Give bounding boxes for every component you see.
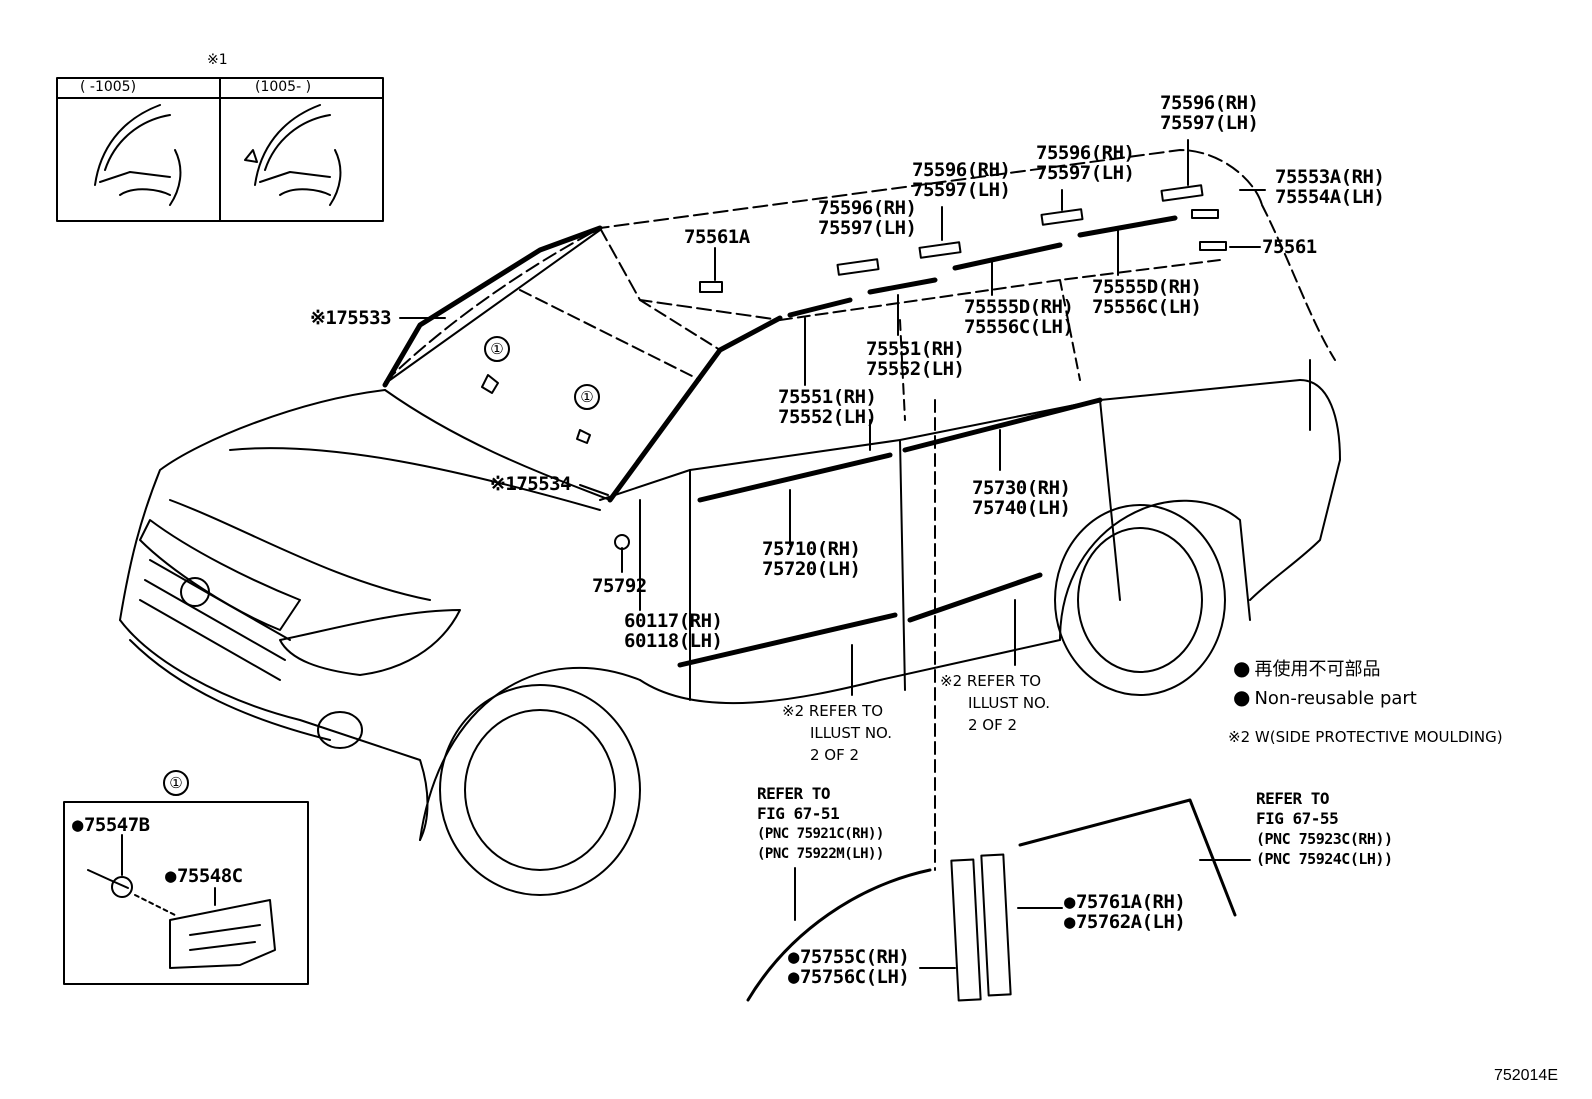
note-line: (PNC 75924C(LH)) (1256, 850, 1393, 868)
label-75596-b: 75596(RH) 75597(LH) (912, 159, 1011, 201)
note-line: (PNC 75921C(RH)) (757, 826, 884, 842)
legend-en-text: Non-reusable part (1254, 688, 1417, 709)
label-line: 75553A(RH) (1275, 166, 1385, 188)
label-75548C: 75548C (165, 866, 243, 886)
bullet-icon: ● (1233, 685, 1251, 709)
label-line: 75552(LH) (866, 358, 965, 380)
note-line: 2 OF 2 (810, 746, 860, 764)
inset-box-2 (63, 801, 309, 985)
label-75710: 75710(RH) 75720(LH) (762, 538, 861, 580)
label-line: 75730(RH) (972, 477, 1071, 499)
label-line: 75596(RH) (818, 197, 917, 219)
note-line: REFER TO (757, 784, 831, 803)
label-75561: 75561 (1262, 236, 1317, 258)
label-line: 75552(LH) (778, 406, 877, 428)
callout-1-marker: ① (484, 336, 510, 362)
label-75553A: 75553A(RH) 75554A(LH) (1275, 166, 1385, 208)
part-number: 75761A(RH) (1075, 891, 1186, 913)
inset-1-mark: ※1 (207, 52, 228, 68)
label-line: 75597(LH) (1036, 162, 1135, 184)
label-line: 75740(LH) (972, 497, 1071, 519)
label-line: 75596(RH) (1036, 142, 1135, 164)
label-line: 75756C(LH) (788, 966, 910, 988)
note-refer-fig-67-51: REFER TO FIG 67-51 (PNC 75921C(RH)) (PNC… (757, 784, 884, 864)
label-line: 75710(RH) (762, 538, 861, 560)
part-number: 75756C(LH) (799, 966, 910, 988)
note-line: ※2 REFER TO (782, 702, 884, 720)
label-75551-a: 75551(RH) 75552(LH) (778, 386, 877, 428)
note-line: (PNC 75923C(RH)) (1256, 830, 1393, 848)
callout-1-marker: ① (574, 384, 600, 410)
label-75596-a: 75596(RH) 75597(LH) (818, 197, 917, 239)
label-line: 75555D(RH) (1092, 276, 1202, 298)
note-line: ※2 REFER TO (940, 672, 1042, 690)
legend-jp-text: 再使用不可部品 (1254, 659, 1381, 680)
label-60117: 60117(RH) 60118(LH) (624, 610, 723, 652)
label-75596-c: 75596(RH) 75597(LH) (1036, 142, 1135, 184)
bullet-icon: ● (1233, 656, 1251, 680)
figure-id: 752014E (1493, 1067, 1558, 1084)
label-75534: ※175534 (490, 473, 572, 495)
label-line: 75720(LH) (762, 558, 861, 580)
note-line: FIG 67-51 (757, 804, 840, 823)
legend-note: ※2 W(SIDE PROTECTIVE MOULDING) (1228, 728, 1503, 746)
label-75561A: 75561A (684, 226, 750, 248)
label-line: 75762A(LH) (1064, 911, 1186, 933)
label-line: 75596(RH) (912, 159, 1011, 181)
label-line: 75597(LH) (1160, 112, 1259, 134)
note-refer-illust-a: ※2 REFER TO ILLUST NO. 2 OF 2 (782, 700, 892, 766)
part-number: 75548C (176, 865, 243, 887)
part-number: 75547B (83, 814, 150, 836)
label-line: 75555D(RH) (964, 296, 1074, 318)
label-75755C: 75755C(RH) 75756C(LH) (788, 946, 910, 988)
legend-en: ●Non-reusable part (1233, 685, 1417, 709)
label-line: 75551(RH) (866, 338, 965, 360)
note-line: ILLUST NO. (810, 724, 893, 742)
label-line: 60118(LH) (624, 630, 723, 652)
legend-jp: ●再使用不可部品 (1233, 655, 1380, 681)
part-number: 75755C(RH) (799, 946, 910, 968)
note-line: (PNC 75922M(LH)) (757, 846, 884, 862)
note-line: FIG 67-55 (1256, 809, 1339, 828)
label-line: 75554A(LH) (1275, 186, 1385, 208)
label-75761A: 75761A(RH) 75762A(LH) (1064, 891, 1186, 933)
label-75555D-b: 75555D(RH) 75556C(LH) (1092, 276, 1202, 318)
note-refer-illust-b: ※2 REFER TO ILLUST NO. 2 OF 2 (940, 670, 1050, 736)
label-75533: ※175533 (310, 307, 392, 329)
label-line: 75596(RH) (1160, 92, 1259, 114)
label-line: 75597(LH) (818, 217, 917, 239)
label-75547B: 75547B (72, 815, 150, 835)
inset-1-col-right: (1005- ) (255, 79, 312, 95)
label-line: 60117(RH) (624, 610, 723, 632)
note-line: ILLUST NO. (968, 694, 1051, 712)
note-line: REFER TO (1256, 789, 1330, 808)
part-number: 75762A(LH) (1075, 911, 1186, 933)
label-line: 75556C(LH) (964, 316, 1074, 338)
label-line: 75556C(LH) (1092, 296, 1202, 318)
label-75596-d: 75596(RH) 75597(LH) (1160, 92, 1259, 134)
label-line: 75755C(RH) (788, 946, 910, 968)
callout-1-marker: ① (163, 770, 189, 796)
label-75730: 75730(RH) 75740(LH) (972, 477, 1071, 519)
label-75555D-a: 75555D(RH) 75556C(LH) (964, 296, 1074, 338)
label-75792: 75792 (592, 575, 647, 597)
label-75551-b: 75551(RH) 75552(LH) (866, 338, 965, 380)
inset-1-col-left: ( -1005) (80, 79, 137, 95)
note-refer-fig-67-55: REFER TO FIG 67-55 (PNC 75923C(RH)) (PNC… (1256, 789, 1393, 869)
label-line: 75597(LH) (912, 179, 1011, 201)
label-line: 75761A(RH) (1064, 891, 1186, 913)
label-line: 75551(RH) (778, 386, 877, 408)
note-line: 2 OF 2 (968, 716, 1018, 734)
